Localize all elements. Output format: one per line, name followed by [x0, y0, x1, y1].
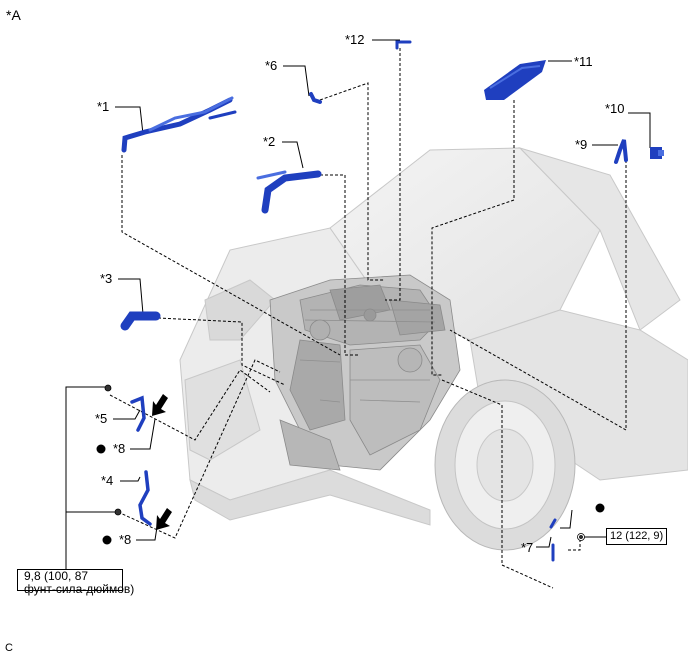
callout-9: *9	[575, 137, 588, 152]
callout-7: *7	[521, 540, 534, 555]
engine-assembly	[269, 274, 461, 471]
callout-6: *6	[265, 58, 278, 73]
part-hose-1	[121, 96, 237, 153]
no-reuse-dot-icon	[595, 503, 605, 513]
callout-5: *5	[95, 411, 108, 426]
torque-spec-left-line1: 9,8 (100, 87	[24, 569, 89, 583]
callout-10: *10	[605, 101, 625, 116]
no-reuse-dot-icon	[102, 535, 112, 545]
no-reuse-mark-icons	[96, 444, 605, 545]
front-wheel	[434, 379, 576, 551]
part-hose-4	[138, 470, 152, 526]
part-hose-9	[614, 139, 628, 164]
callout-1: *1	[97, 99, 110, 114]
callout-2: *2	[263, 134, 276, 149]
corner-code: C	[5, 642, 13, 654]
part-cover-11	[484, 60, 546, 100]
part-hose-6	[309, 92, 322, 104]
solid-leaders	[65, 39, 651, 569]
direction-arrow-icons	[152, 394, 172, 530]
part-clip-12	[395, 40, 412, 50]
callout-4: *4	[101, 473, 114, 488]
bolt-markers	[104, 384, 585, 541]
no-reuse-dot-icon	[96, 444, 106, 454]
callout-12: *12	[345, 32, 365, 47]
callout-11: *11	[574, 54, 593, 69]
arrow-icon	[152, 394, 168, 416]
torque-spec-right: 12 (122, 9)	[606, 528, 668, 545]
part-hose-3	[120, 311, 161, 331]
torque-spec-left-line2: фунт-сила-дюймов)	[24, 582, 135, 596]
callout-8-upper: *8	[113, 441, 126, 456]
torque-spec-box-left	[17, 569, 123, 591]
callout-8-lower: *8	[119, 532, 132, 547]
part-hose-2	[256, 170, 322, 214]
dashed-leaders	[109, 48, 627, 589]
view-label: *A	[6, 7, 21, 23]
part-hose-5	[130, 395, 146, 432]
part-connector-7	[549, 518, 557, 562]
arrow-icon	[156, 508, 172, 530]
callout-3: *3	[100, 271, 113, 286]
part-connector-10	[650, 147, 664, 159]
